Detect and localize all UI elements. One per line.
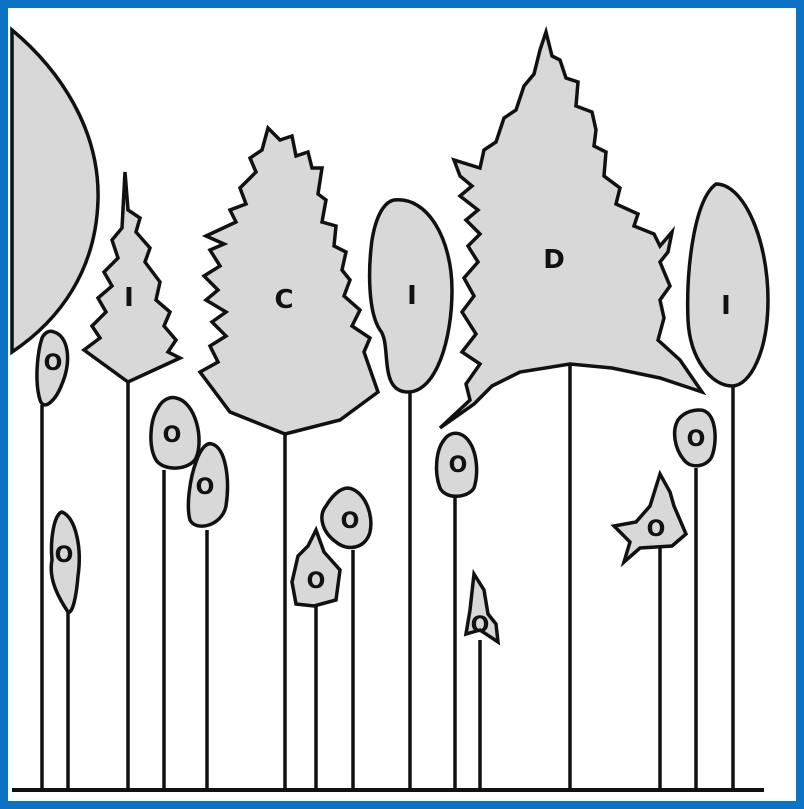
label-intermediate-1: I [124,283,134,313]
label-overtopped-9: O [647,517,666,542]
label-overtopped-2: O [55,543,74,568]
label-overtopped-4: O [196,475,215,500]
label-overtopped-1: O [44,351,63,376]
label-overtopped-7: O [449,453,468,478]
crown-dominant-left [12,30,98,352]
label-overtopped-10: O [687,427,706,452]
label-intermediate-3: I [721,291,731,321]
label-intermediate-2: I [407,281,417,311]
label-dominant: D [543,245,565,275]
label-overtopped-6: O [341,509,360,534]
crown-intermediate-3 [688,184,768,386]
crown-codominant [200,128,378,434]
label-overtopped-5: O [307,569,326,594]
label-codominant: C [274,285,293,315]
label-overtopped-8: O [471,613,490,638]
label-overtopped-3: O [163,423,182,448]
